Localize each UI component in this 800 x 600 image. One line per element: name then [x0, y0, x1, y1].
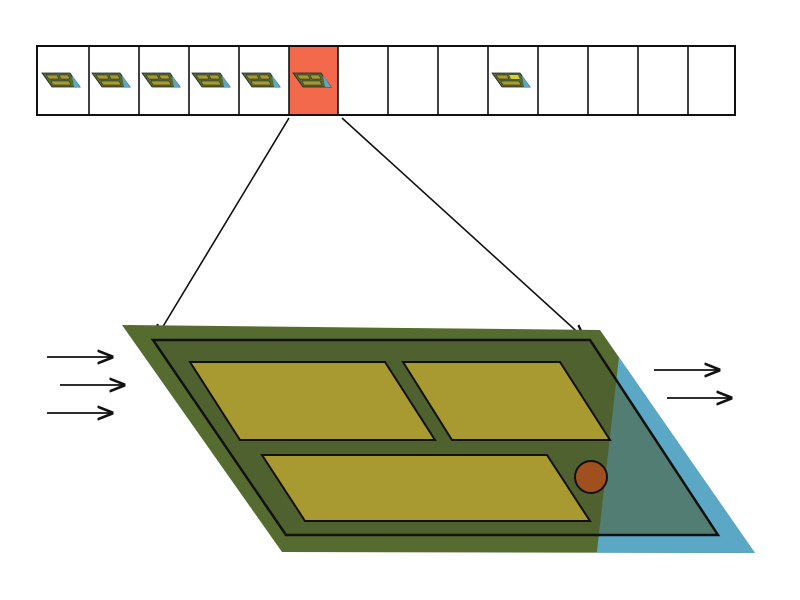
bottom-plot[interactable] [260, 454, 592, 522]
zoom-connector [156, 117, 584, 338]
strip-frame [36, 45, 736, 116]
zoom-line-right [341, 117, 584, 338]
flow-arrows [47, 357, 731, 413]
field-detail [122, 325, 755, 553]
cell-strip [36, 45, 736, 116]
top-left-plot[interactable] [188, 361, 437, 441]
zoom-line-left [156, 117, 290, 338]
field-thumbnail-icon[interactable] [491, 72, 531, 88]
brown-circle-marker[interactable] [574, 460, 608, 494]
top-right-plot[interactable] [401, 361, 612, 441]
cell-dividers [88, 46, 689, 115]
